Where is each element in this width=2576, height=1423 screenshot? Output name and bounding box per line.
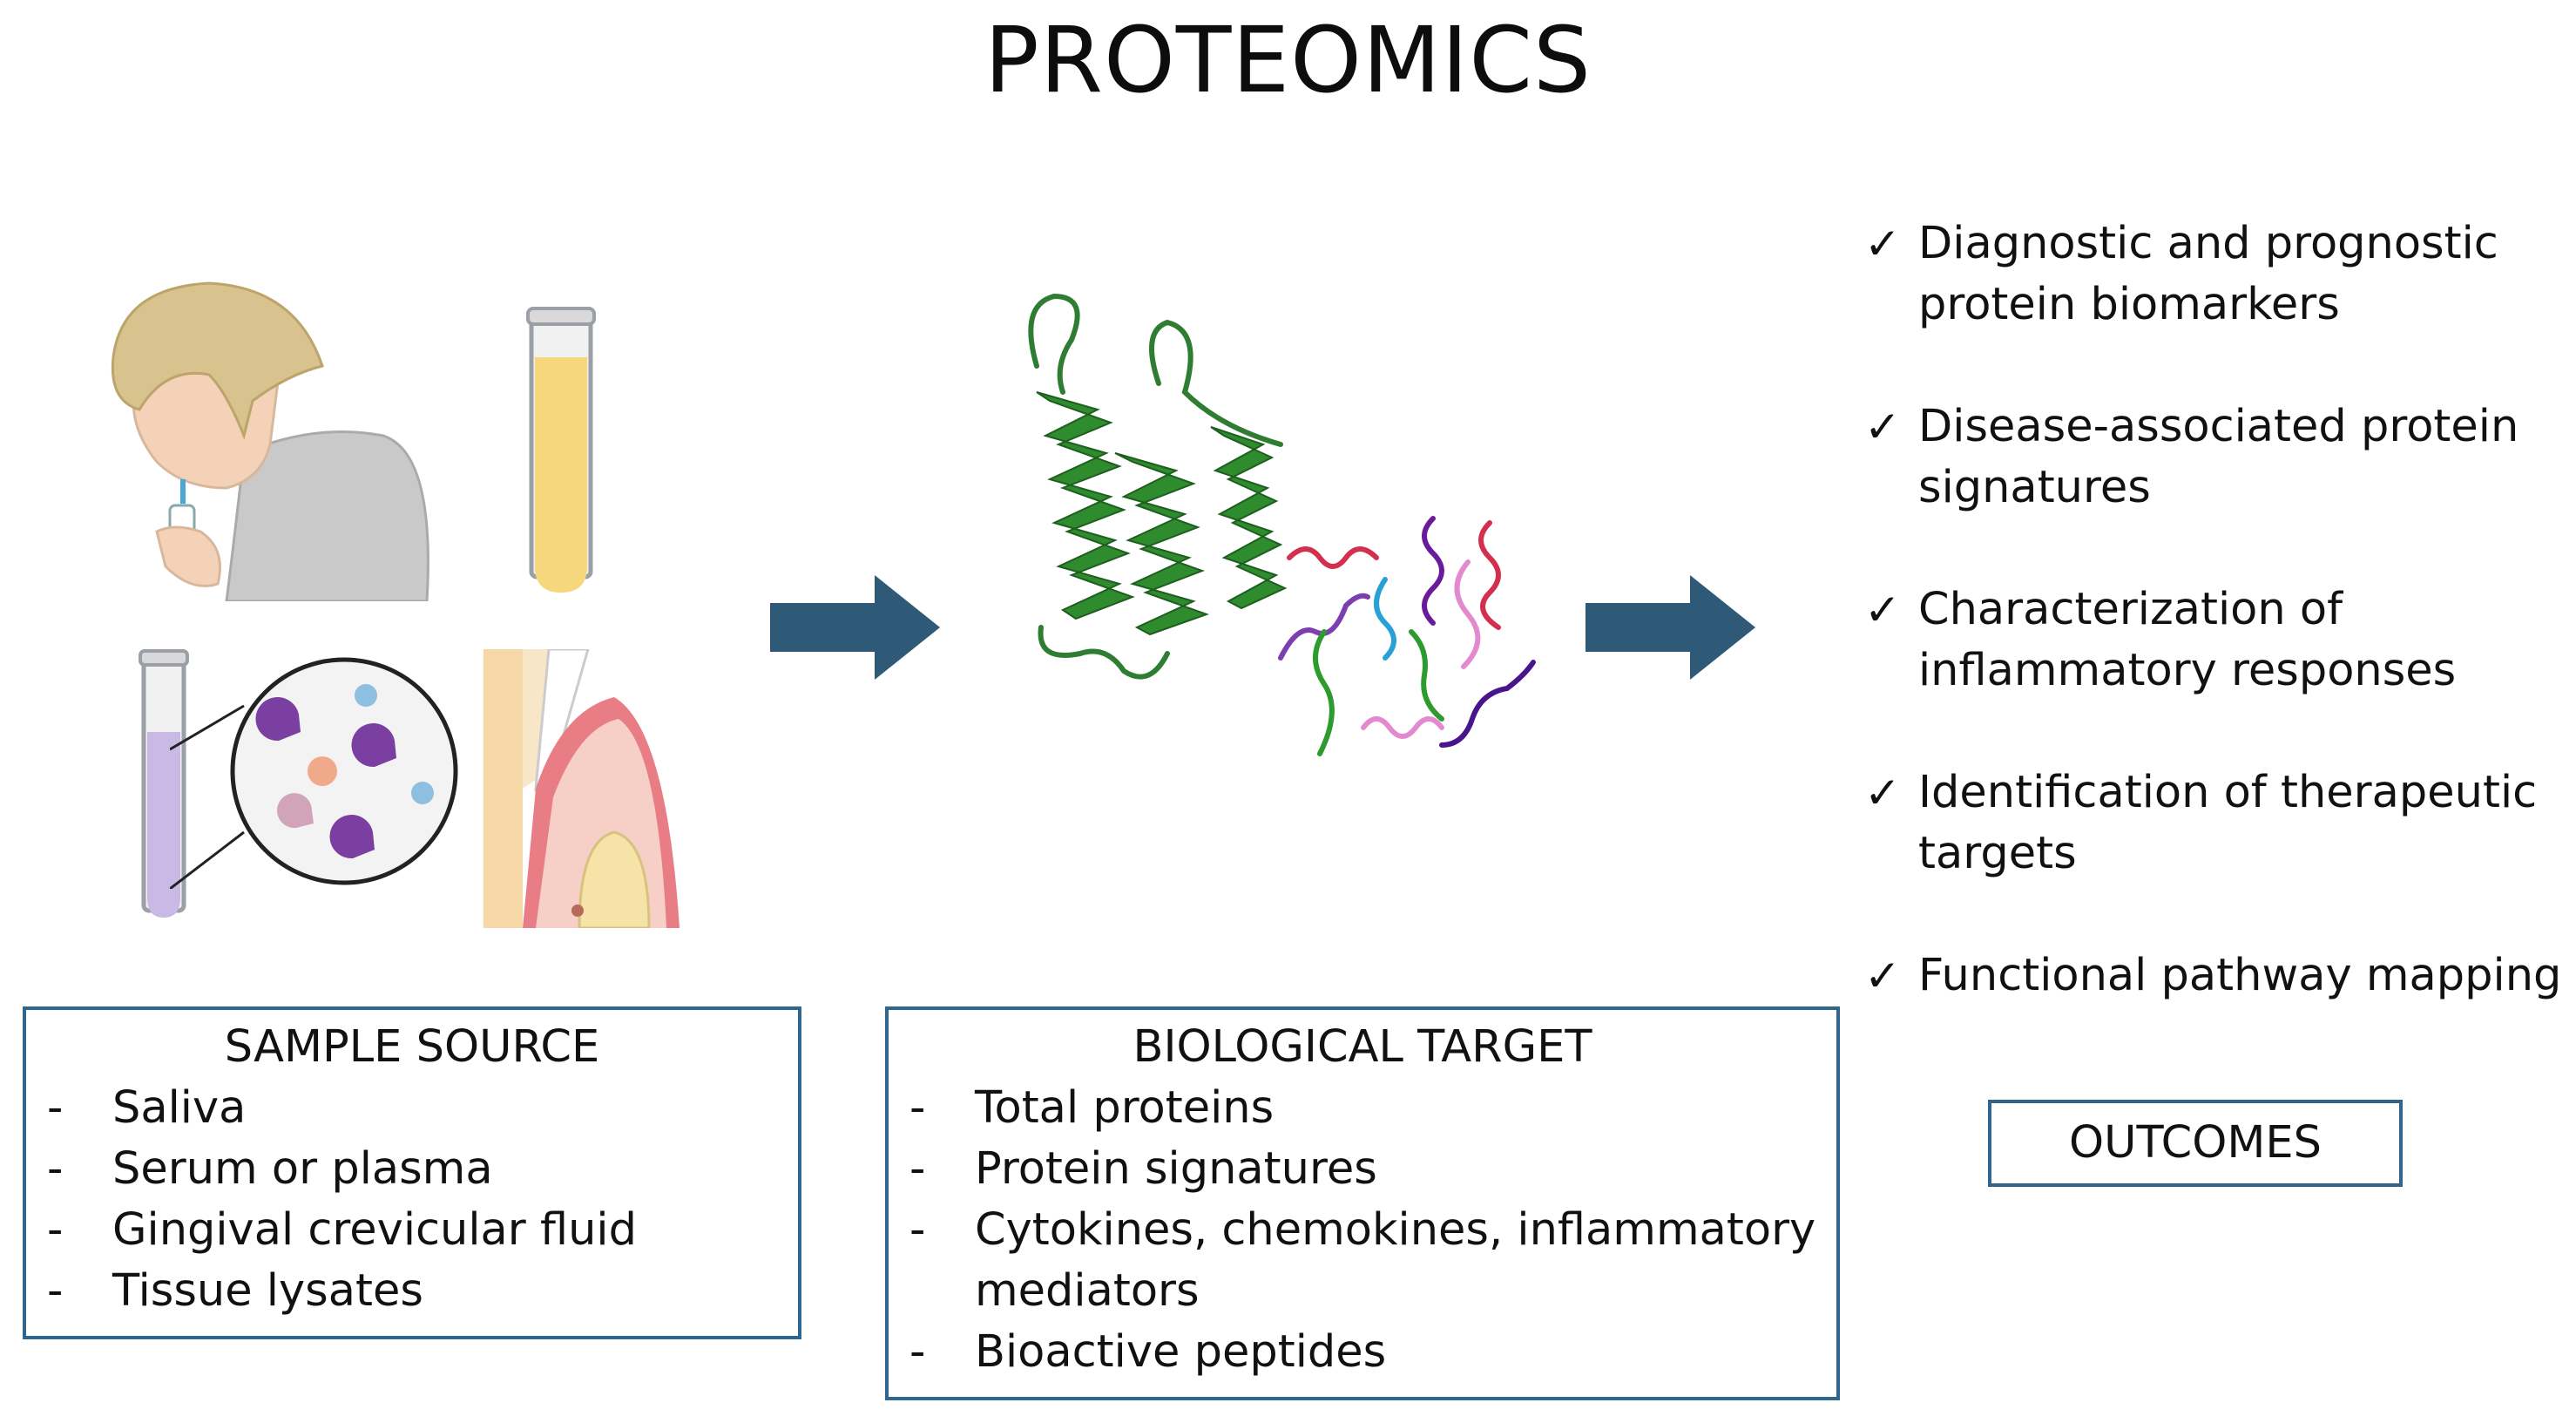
check-icon: ✓ bbox=[1864, 951, 1901, 1001]
outcomes-list: ✓ Diagnostic and prognostic protein biom… bbox=[1856, 213, 2570, 1006]
check-icon: ✓ bbox=[1864, 585, 1901, 635]
list-dash: - bbox=[909, 1204, 926, 1256]
list-dash: - bbox=[47, 1204, 64, 1256]
outcome-text: Disease-associated protein bbox=[1918, 401, 2519, 452]
biological-target-box: BIOLOGICAL TARGET -Total proteins -Prote… bbox=[885, 1006, 1840, 1400]
outcome-text: protein biomarkers bbox=[1918, 279, 2340, 330]
purple-test-tube-icon bbox=[139, 649, 189, 918]
list-dash: - bbox=[909, 1143, 926, 1195]
list-item-text: mediators bbox=[975, 1265, 1200, 1317]
list-dash: - bbox=[909, 1082, 926, 1134]
list-item: -Cytokines, chemokines, inflammatory bbox=[889, 1200, 1836, 1261]
list-item: -Tissue lysates bbox=[26, 1261, 798, 1322]
list-dash: - bbox=[47, 1265, 64, 1317]
check-icon: ✓ bbox=[1864, 219, 1901, 269]
list-item: -Protein signatures bbox=[889, 1139, 1836, 1200]
outcome-item: ✓ Identification of therapeutic targets bbox=[1856, 762, 2570, 884]
outcome-text: inflammatory responses bbox=[1918, 645, 2457, 696]
list-item-text: Serum or plasma bbox=[112, 1143, 493, 1195]
list-item: -Saliva bbox=[26, 1078, 798, 1139]
list-item-text: Bioactive peptides bbox=[975, 1326, 1387, 1378]
biological-target-list: -Total proteins -Protein signatures -Cyt… bbox=[889, 1078, 1836, 1383]
peptide-strands-icon bbox=[1278, 516, 1536, 756]
protein-structure-icon bbox=[1028, 293, 1288, 680]
magnified-particles-icon bbox=[170, 657, 458, 889]
outcome-text: Identification of therapeutic bbox=[1918, 767, 2538, 818]
outcome-text: targets bbox=[1918, 828, 2077, 879]
outcome-text: Functional pathway mapping bbox=[1918, 950, 2562, 1001]
list-item: -Serum or plasma bbox=[26, 1139, 798, 1200]
outcome-item: ✓ Functional pathway mapping bbox=[1856, 945, 2570, 1006]
outcome-text: Diagnostic and prognostic bbox=[1918, 218, 2498, 269]
biological-target-heading: BIOLOGICAL TARGET bbox=[1132, 1021, 1592, 1073]
sample-source-box: SAMPLE SOURCE -Saliva -Serum or plasma -… bbox=[23, 1006, 801, 1339]
list-item: -Total proteins bbox=[889, 1078, 1836, 1139]
list-item-text: Saliva bbox=[112, 1082, 247, 1134]
list-item-text: Tissue lysates bbox=[112, 1265, 423, 1317]
list-dash: - bbox=[47, 1082, 64, 1134]
outcome-text: signatures bbox=[1918, 462, 2151, 513]
check-icon: ✓ bbox=[1864, 402, 1901, 452]
gum-tissue-icon bbox=[483, 649, 679, 928]
list-item-text: Total proteins bbox=[975, 1082, 1274, 1134]
outcome-text: Characterization of bbox=[1918, 584, 2343, 635]
right-arrow-icon bbox=[770, 575, 940, 680]
outcome-item: ✓ Diagnostic and prognostic protein biom… bbox=[1856, 213, 2570, 335]
outcomes-label: OUTCOMES bbox=[1988, 1100, 2403, 1187]
outcome-item: ✓ Characterization of inflammatory respo… bbox=[1856, 579, 2570, 701]
list-dash: - bbox=[47, 1143, 64, 1195]
list-dash: - bbox=[909, 1326, 926, 1378]
check-icon: ✓ bbox=[1864, 768, 1901, 818]
list-item: -Bioactive peptides bbox=[889, 1322, 1836, 1383]
right-arrow-icon bbox=[1585, 575, 1755, 680]
page-title: PROTEOMICS bbox=[984, 7, 1592, 113]
list-item: -Gingival crevicular fluid bbox=[26, 1200, 798, 1261]
yellow-test-tube-icon bbox=[526, 307, 596, 593]
list-item-text: Gingival crevicular fluid bbox=[112, 1204, 637, 1256]
sample-source-list: -Saliva -Serum or plasma -Gingival crevi… bbox=[26, 1078, 798, 1322]
sample-source-heading: SAMPLE SOURCE bbox=[224, 1021, 600, 1073]
list-item-text: Protein signatures bbox=[975, 1143, 1377, 1195]
person-spitting-icon bbox=[111, 281, 429, 601]
list-item-text: Cytokines, chemokines, inflammatory bbox=[975, 1204, 1816, 1256]
outcome-item: ✓ Disease-associated protein signatures bbox=[1856, 396, 2570, 518]
list-item: mediators bbox=[889, 1261, 1836, 1322]
